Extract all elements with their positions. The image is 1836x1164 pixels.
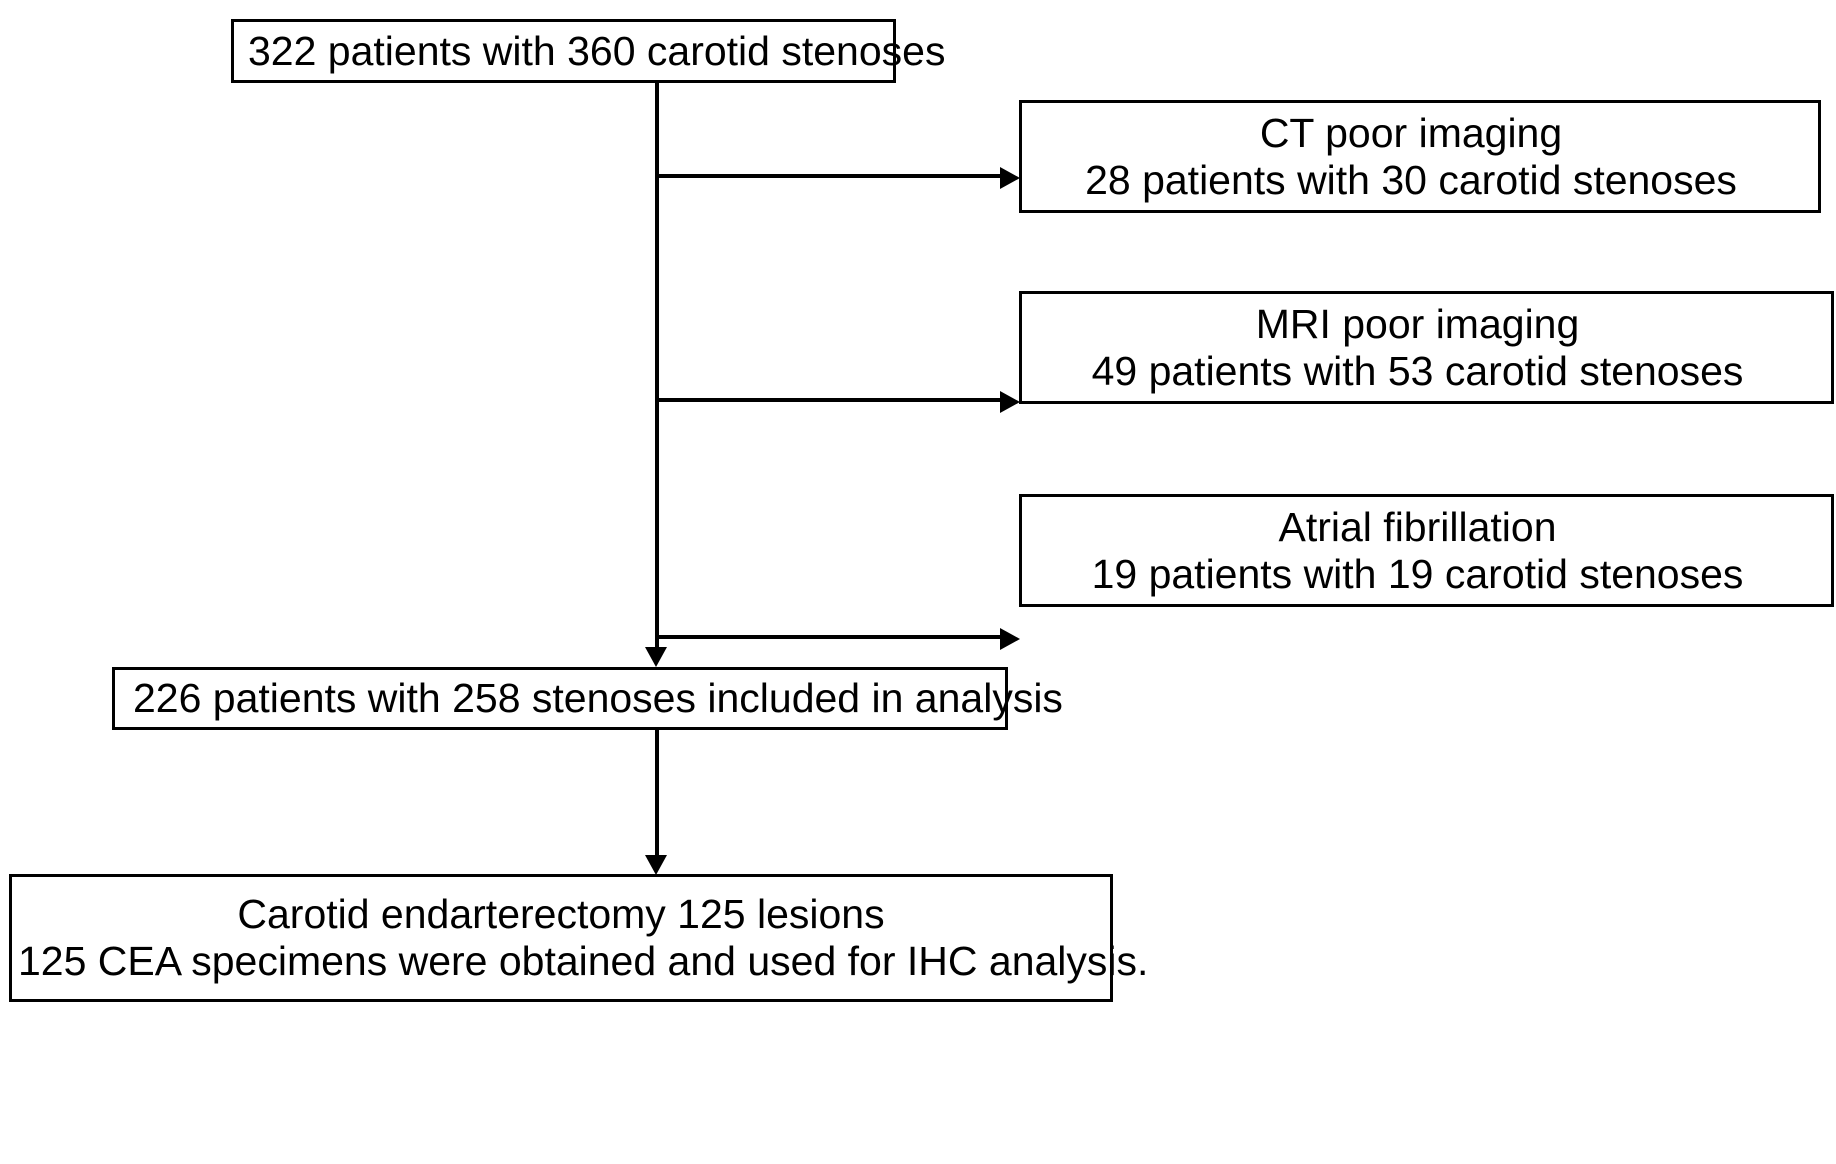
arrowhead-mri — [1000, 391, 1020, 413]
arrowhead-ct — [1000, 167, 1020, 189]
node-ct-poor-imaging-line-2: 28 patients with 30 carotid stenoses — [1085, 156, 1737, 203]
branch-line-ct — [657, 174, 1005, 178]
node-mri-poor-imaging: MRI poor imaging 49 patients with 53 car… — [1019, 291, 1834, 404]
node-atrial-fibrillation-line-2: 19 patients with 19 carotid stenoses — [1091, 550, 1744, 597]
node-included-in-analysis-line-1: 226 patients with 258 stenoses included … — [133, 675, 1063, 722]
arrowhead-af — [1000, 628, 1020, 650]
node-mri-poor-imaging-line-2: 49 patients with 53 carotid stenoses — [1091, 347, 1744, 394]
node-atrial-fibrillation-line-1: Atrial fibrillation — [1278, 503, 1557, 550]
main-spine-line — [655, 83, 659, 653]
node-mri-poor-imaging-line-1: MRI poor imaging — [1255, 300, 1580, 347]
node-atrial-fibrillation: Atrial fibrillation 19 patients with 19 … — [1019, 494, 1834, 607]
lower-spine-line — [655, 730, 659, 860]
node-ct-poor-imaging-line-1: CT poor imaging — [1259, 109, 1563, 156]
node-enrolled: 322 patients with 360 carotid stenoses — [231, 19, 946, 83]
arrowhead-included — [645, 647, 667, 667]
branch-line-mri — [657, 398, 1005, 402]
node-carotid-endarterectomy-line-1: Carotid endarterectomy 125 lesions — [237, 891, 885, 938]
node-carotid-endarterectomy-line-2: 125 CEA specimens were obtained and used… — [18, 938, 1149, 984]
node-ct-poor-imaging: CT poor imaging 28 patients with 30 caro… — [1019, 100, 1821, 213]
branch-line-af — [657, 635, 1005, 639]
arrowhead-cea — [645, 855, 667, 875]
node-carotid-endarterectomy: Carotid endarterectomy 125 lesions 125 C… — [9, 874, 1149, 1002]
node-enrolled-line-1: 322 patients with 360 carotid stenoses — [248, 27, 946, 74]
node-included-in-analysis: 226 patients with 258 stenoses included … — [112, 667, 1063, 730]
